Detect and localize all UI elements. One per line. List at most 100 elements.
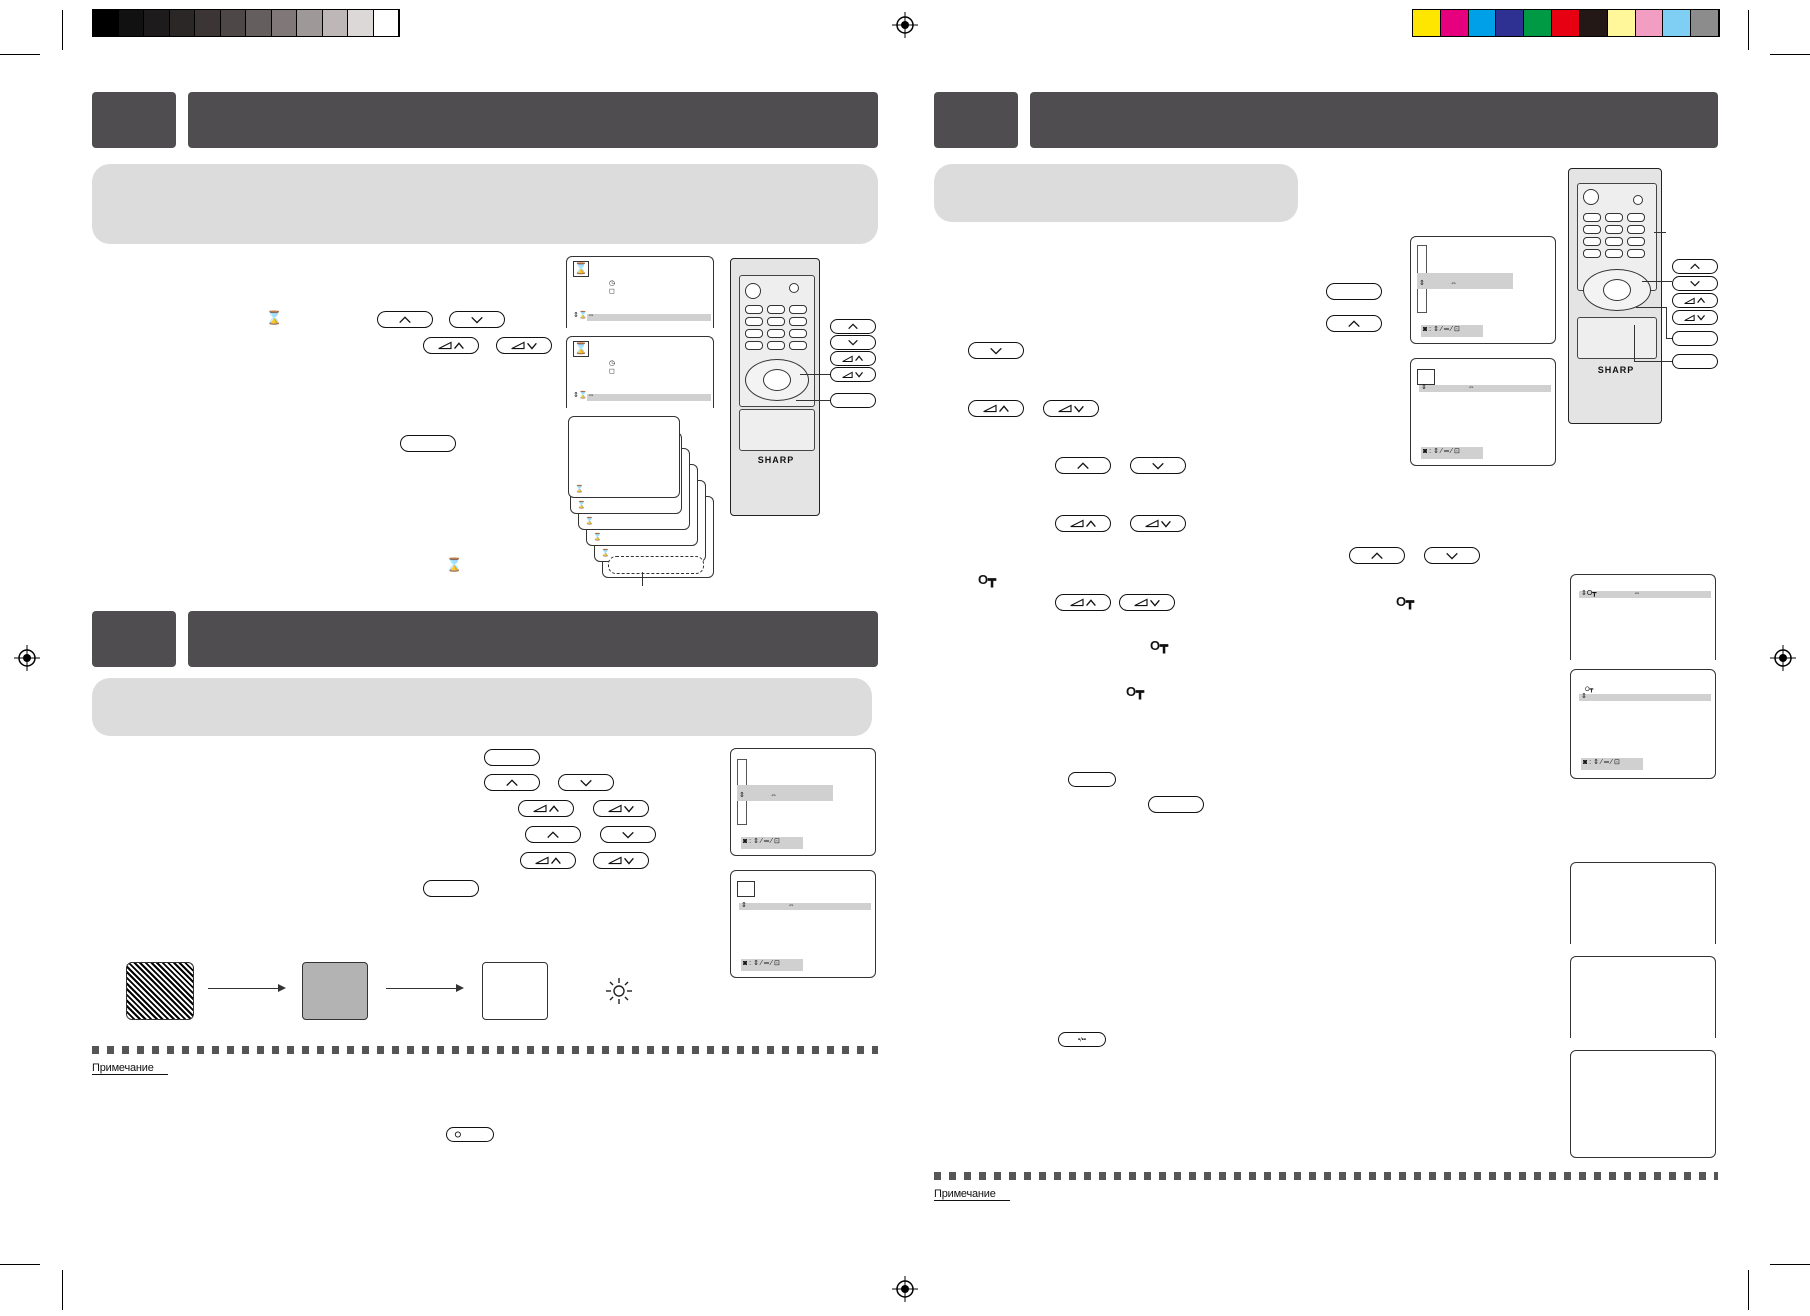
number-keypad[interactable]: [745, 305, 807, 357]
picture-screen: [1570, 956, 1716, 1038]
volume-down-button[interactable]: [496, 337, 552, 354]
keypad-key[interactable]: [1627, 249, 1645, 258]
volume-down-button[interactable]: [1672, 310, 1718, 325]
up-button[interactable]: [1672, 259, 1718, 274]
volume-up-button[interactable]: [968, 400, 1024, 417]
up-button[interactable]: [484, 774, 540, 791]
gray-swatch: [195, 10, 221, 36]
timer-menu-screen: ⌛ ◷◻ ⇕⌛⇔: [566, 336, 714, 408]
volume-down-button[interactable]: [1130, 515, 1186, 532]
menu-button[interactable]: [484, 749, 540, 766]
down-button[interactable]: [449, 311, 505, 328]
volume-up-button[interactable]: [1055, 515, 1111, 532]
gray-swatch: [169, 10, 195, 36]
menu-button[interactable]: [1068, 772, 1116, 787]
volume-down-button[interactable]: [1119, 594, 1175, 611]
volume-down-button[interactable]: [830, 367, 876, 382]
color-swatch: [1552, 10, 1580, 36]
flashback-button[interactable]: •/••: [1058, 1032, 1106, 1047]
gray-swatch: [144, 10, 170, 36]
keypad-key[interactable]: [1627, 225, 1645, 234]
volume-up-button[interactable]: [423, 337, 479, 354]
down-button[interactable]: [1424, 547, 1480, 564]
keypad-key[interactable]: [1605, 225, 1623, 234]
up-button[interactable]: [377, 311, 433, 328]
volume-up-button[interactable]: [1055, 594, 1111, 611]
keypad-key[interactable]: [1605, 237, 1623, 246]
power-button[interactable]: [446, 1127, 494, 1142]
volume-up-button[interactable]: [1672, 293, 1718, 308]
down-button[interactable]: [1130, 457, 1186, 474]
keypad-key[interactable]: [767, 305, 785, 314]
enter-button[interactable]: [1672, 354, 1718, 369]
keypad-key[interactable]: [1583, 225, 1601, 234]
up-button[interactable]: [1349, 547, 1405, 564]
keypad-key[interactable]: [789, 317, 807, 326]
key-icon: O┳: [1396, 594, 1414, 609]
keypad-key[interactable]: [789, 305, 807, 314]
keypad-key[interactable]: [1627, 237, 1645, 246]
down-button[interactable]: [558, 774, 614, 791]
color-swatch: [1468, 10, 1497, 36]
down-button[interactable]: [600, 826, 656, 843]
down-button[interactable]: [968, 342, 1024, 359]
up-button[interactable]: [1055, 457, 1111, 474]
remote-control: SHARP: [1568, 168, 1662, 424]
up-button[interactable]: [830, 319, 876, 334]
keypad-key[interactable]: [789, 341, 807, 350]
menu-button[interactable]: [830, 393, 876, 408]
keypad-key[interactable]: [1583, 237, 1601, 246]
menu-button[interactable]: [1326, 283, 1382, 300]
color-swatch: [1579, 10, 1608, 36]
menu-button[interactable]: [1672, 331, 1718, 346]
menu-button[interactable]: [400, 435, 456, 452]
number-keypad[interactable]: [1583, 213, 1649, 277]
keypad-key[interactable]: [745, 341, 763, 350]
power-button[interactable]: [1583, 189, 1599, 205]
up-button[interactable]: [525, 826, 581, 843]
nav-icon: ⇕ ⇔: [739, 792, 778, 799]
volume-down-button[interactable]: [593, 852, 649, 869]
keypad-key[interactable]: [767, 329, 785, 338]
keypad-key[interactable]: [789, 329, 807, 338]
gray-swatch: [297, 10, 323, 36]
keypad-key[interactable]: [745, 329, 763, 338]
subsection-title-box: [92, 164, 878, 244]
noise-picture: [126, 962, 194, 1020]
clock-icon: ◷◻: [609, 280, 616, 295]
volume-up-button[interactable]: [518, 800, 574, 817]
section-header-bar: [188, 611, 878, 667]
keypad-key[interactable]: [745, 305, 763, 314]
setup-menu-screen: ⇕ ⇔ ◙ : ⇕ ⁄ ═ ⁄ ⊡: [730, 748, 876, 856]
up-button[interactable]: [1326, 315, 1382, 332]
volume-up-button[interactable]: [520, 852, 576, 869]
keypad-key[interactable]: [767, 341, 785, 350]
down-button[interactable]: [830, 335, 876, 350]
keypad-key[interactable]: [1605, 249, 1623, 258]
timer-menu-screen: ⌛ ◷◻ ⇕⌛⇔: [566, 256, 714, 328]
keypad-key[interactable]: [1627, 213, 1645, 222]
volume-down-button[interactable]: [593, 800, 649, 817]
keypad-key[interactable]: [745, 317, 763, 326]
section-header-bar: [188, 92, 878, 148]
hourglass-icon: ⌛: [573, 261, 589, 277]
power-button[interactable]: [745, 283, 761, 299]
enter-button[interactable]: [1148, 796, 1204, 813]
countdown-dial: [608, 556, 704, 574]
menu-button[interactable]: [423, 880, 479, 897]
setup-menu-screen: ⇕ ⇔ ◙ : ⇕ ⁄ ═ ⁄ ⊡: [1410, 236, 1556, 344]
down-button[interactable]: [1672, 276, 1718, 291]
svg-text:•/••: •/••: [1078, 1038, 1086, 1044]
color-swatch: [1524, 10, 1553, 36]
keypad-key[interactable]: [1583, 249, 1601, 258]
section-number-box: [934, 92, 1018, 148]
keypad-key[interactable]: [1605, 213, 1623, 222]
keypad-key[interactable]: [767, 317, 785, 326]
hourglass-icon: ⌛: [446, 557, 463, 572]
keypad-key[interactable]: [1583, 213, 1601, 222]
gray-swatch: [348, 10, 374, 36]
volume-up-button[interactable]: [830, 351, 876, 366]
sun-icon: [606, 978, 632, 1004]
gray-swatch: [220, 10, 246, 36]
volume-down-button[interactable]: [1043, 400, 1099, 417]
